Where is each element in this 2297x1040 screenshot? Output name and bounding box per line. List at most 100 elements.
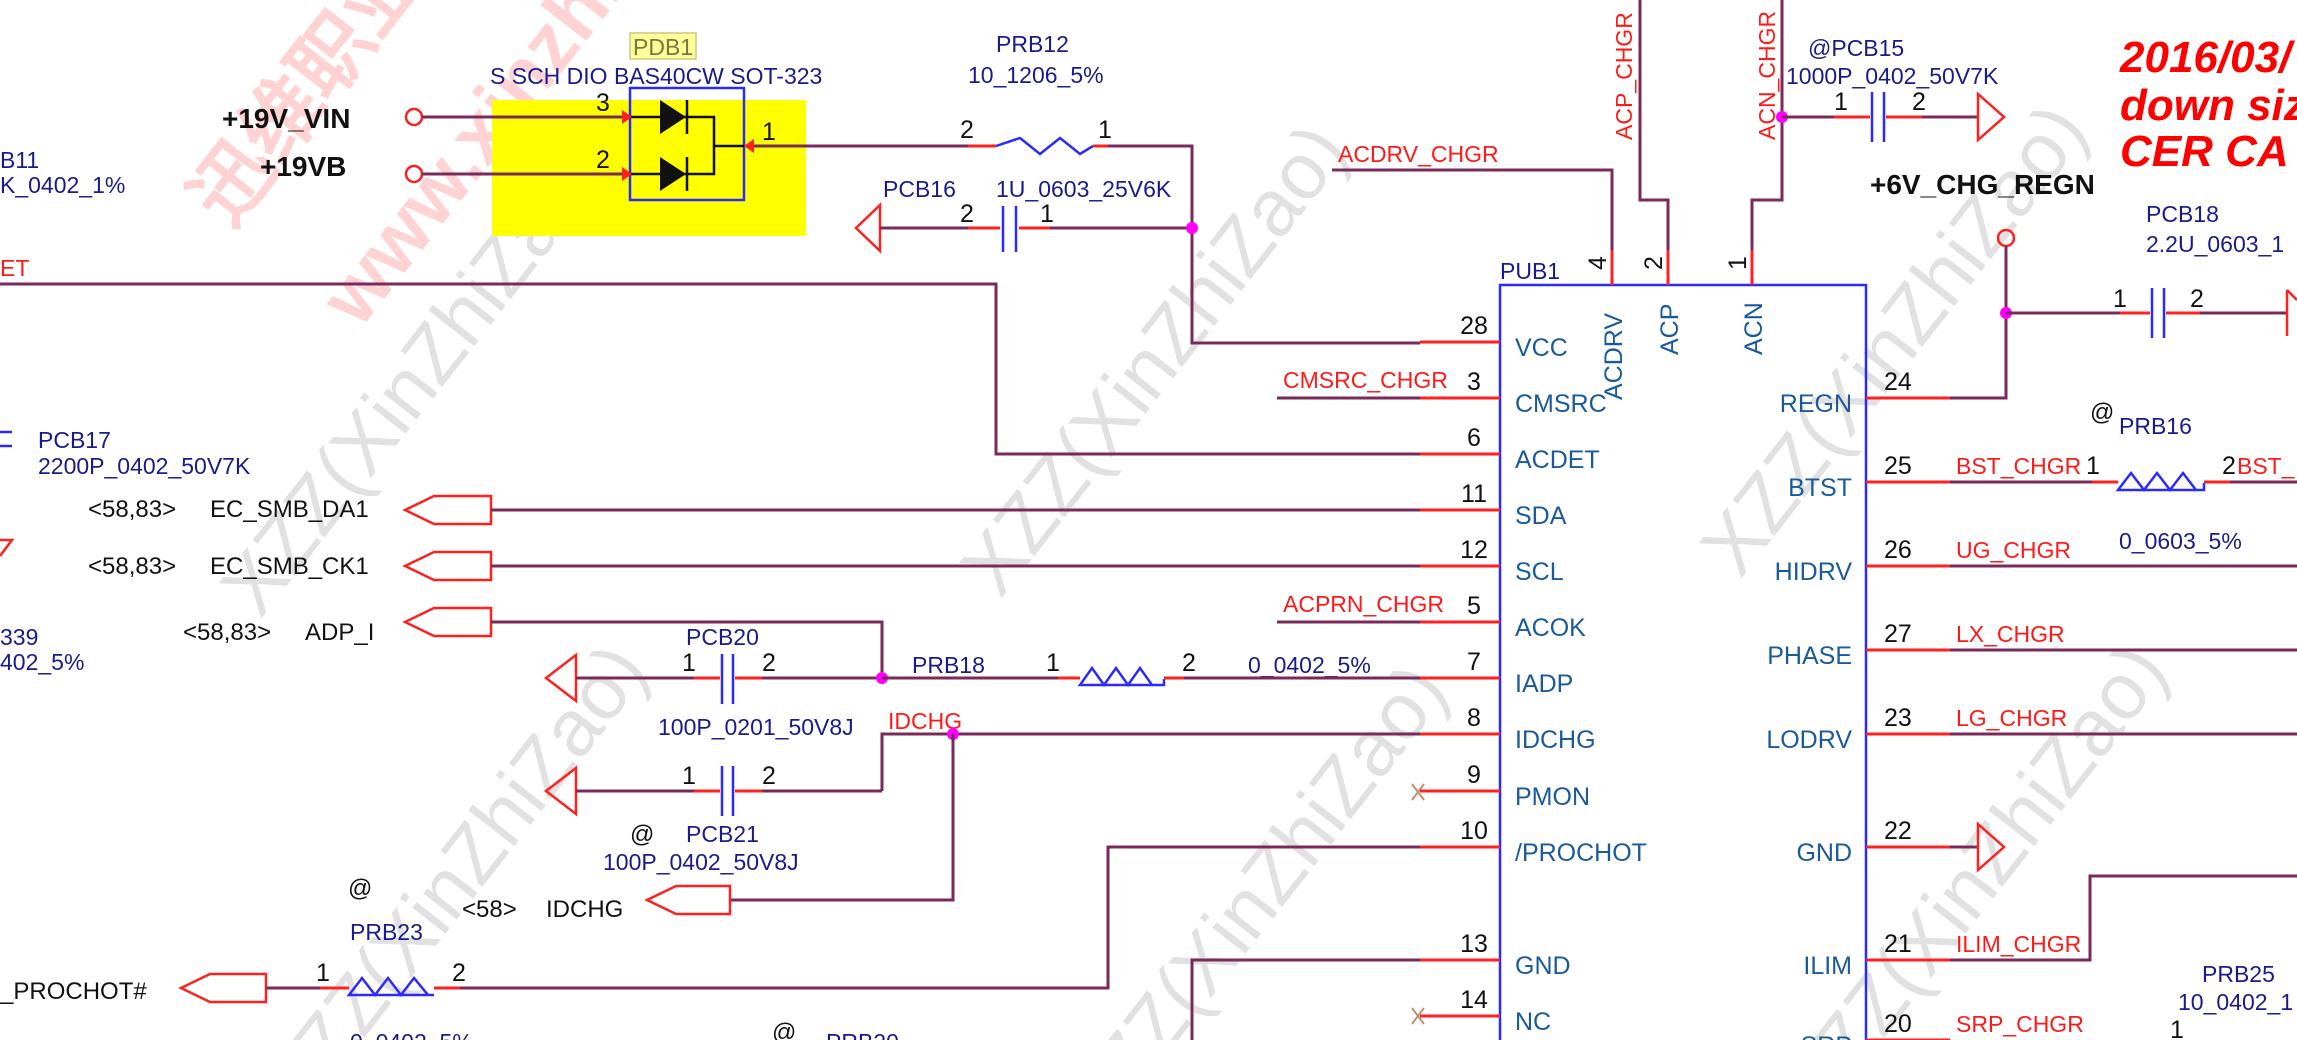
prb16-refdes: PRB16 <box>2119 413 2192 439</box>
ic-pin-name-hidrv: HIDRV <box>1775 558 1853 586</box>
prb12-pin-a: 2 <box>960 116 974 144</box>
offpage-connector-icon <box>402 550 493 582</box>
pcb15-value: 1000P_0402_50V7K <box>1786 63 1999 89</box>
pdb1-pin3: 3 <box>596 89 610 117</box>
pcb17-value: 2200P_0402_50V7K <box>38 453 251 479</box>
capacitor-pcb16[interactable]: PCB16 1U_0603_25V6K 2 1 <box>854 176 1198 254</box>
ground-icon <box>2285 289 2297 336</box>
pcb18-pin-a: 1 <box>2113 285 2127 313</box>
wire-acdet <box>0 282 1420 456</box>
ic-pin-number: 13 <box>1460 930 1488 958</box>
offpage-adp-i[interactable]: <58,83> ADP_I <box>183 606 884 678</box>
resistor-prb18[interactable]: PRB18 0_0402_5% 1 2 <box>882 649 1420 688</box>
prb23-at: @ <box>348 875 372 902</box>
ic-pin-number: 5 <box>1467 592 1481 620</box>
ic-pin-number: 23 <box>1884 704 1912 732</box>
pcb16-pin-b: 1 <box>1040 200 1054 228</box>
pcb15-pin-a: 1 <box>1834 88 1848 116</box>
ic-pin-name-acok: ACOK <box>1515 614 1586 642</box>
offpage-ref: <58,83> <box>88 553 176 580</box>
ic-pin-number: 22 <box>1884 817 1912 845</box>
power-label-19v-vin: +19V_VIN <box>222 103 350 134</box>
power-rail-19v-vin[interactable]: +19V_VIN <box>222 103 622 134</box>
offpage-ref: <58,83> <box>88 496 176 523</box>
offpage-idchg[interactable]: <58> IDCHG <box>462 884 732 923</box>
offpage-ec-smb-ck1[interactable]: <58,83> EC_SMB_CK1 <box>88 550 1420 582</box>
ic-pin-name-iadp: IADP <box>1515 670 1573 698</box>
offpage-net-prochot: _PROCHOT# <box>0 978 147 1005</box>
offpage-connector-icon <box>402 606 493 638</box>
net-label-ilim-chgr: ILIM_CHGR <box>1956 931 2081 957</box>
ic-pin-name-lodrv: LODRV <box>1766 726 1852 754</box>
pcb15-refdes: @PCB15 <box>1808 35 1904 61</box>
pcb21-pin-b: 2 <box>762 762 776 790</box>
prb23-pin-b: 2 <box>452 959 466 987</box>
power-rail-19vb[interactable]: +19VB <box>260 151 622 184</box>
partial-ground-icon <box>0 538 15 557</box>
ic-pin-name-pmon: PMON <box>1515 783 1590 811</box>
left-partial-value-2: 402_5% <box>0 649 84 675</box>
ic-pin-number: 6 <box>1467 424 1481 452</box>
left-partial-value-1: K_0402_1% <box>0 172 125 198</box>
wire-idchg-offpage <box>730 734 955 902</box>
left-partial-refdes-2: 339 <box>0 624 38 650</box>
resistor-prb12[interactable]: PRB12 10_1206_5% 2 1 <box>754 31 1420 345</box>
ic-pin-name-prochot: /PROCHOT <box>1515 839 1647 867</box>
ic-pin-number: 1 <box>1724 256 1752 270</box>
resistor-prb16-icon <box>2115 470 2206 493</box>
prb23-pin-a: 1 <box>316 959 330 987</box>
net-label-lx-chgr: LX_CHGR <box>1956 621 2065 647</box>
capacitor-pcb21[interactable]: 1 2 @ PCB21 100P_0402_50V8J <box>543 762 882 875</box>
pdb1-pin2: 2 <box>596 146 610 174</box>
resistor-icon <box>346 975 434 998</box>
ic-pin-number: 27 <box>1884 620 1912 648</box>
watermarks: 迅维职业 www.xinzhiza XZZ(XinZhiZao) XZZ(Xin… <box>173 0 2183 1040</box>
ic-pin-name-idchg: IDCHG <box>1515 726 1596 754</box>
capacitor-pcb18[interactable]: PCB18 2.2U_0603_1 1 2 <box>1866 201 2297 400</box>
offpage-connector-icon <box>178 972 268 1004</box>
prb16-value: 0_0603_5% <box>2119 528 2242 554</box>
prb16-pin-b: 2 <box>2222 452 2236 480</box>
capacitor-pcb15[interactable]: @PCB15 1000P_0402_50V7K 1 2 <box>1776 35 2006 143</box>
ic-pin-number: 26 <box>1884 536 1912 564</box>
net-label-ug-chgr: UG_CHGR <box>1956 537 2071 563</box>
diode-pdb1[interactable]: PDB1 S SCH DIO BAS40CW SOT-323 3 2 1 <box>490 32 822 202</box>
ic-pin-name-acdet: ACDET <box>1515 446 1600 474</box>
power-port-icon <box>404 107 424 127</box>
net-label-bst-chgr: BST_CHGR <box>1956 453 2081 479</box>
offpage-ref: <58> <box>462 896 517 923</box>
ic-pin-number: 9 <box>1467 761 1481 789</box>
offpage-ec-smb-da1[interactable]: <58,83> EC_SMB_DA1 <box>88 494 1420 526</box>
ic-pin-name-vcc: VCC <box>1515 334 1568 362</box>
ic-pin-number: 11 <box>1461 480 1487 508</box>
junction-dot <box>1186 222 1198 234</box>
ic-pin-name-acdrv: ACDRV <box>1600 313 1628 400</box>
diode-highlight <box>492 100 806 236</box>
prb12-refdes: PRB12 <box>996 31 1069 57</box>
ic-pin-name-regn: REGN <box>1780 390 1852 418</box>
prb12-value: 10_1206_5% <box>968 62 1104 88</box>
ic-body <box>1498 283 1868 1040</box>
ic-pin-number: 20 <box>1884 1010 1912 1038</box>
wire-acdrv <box>1332 168 1614 250</box>
ic-pin-number: 14 <box>1460 986 1488 1014</box>
capacitor-pcb20[interactable]: PCB20 100P_0201_50V8J 1 2 <box>543 624 888 740</box>
ic-pin-name-scl: SCL <box>1515 558 1564 586</box>
pdb1-pin1: 1 <box>762 118 776 146</box>
pcb20-refdes: PCB20 <box>686 624 759 650</box>
watermark-gray-5: XZZ(XinZhiZao) <box>1043 647 1463 1040</box>
ground-icon <box>1976 91 2006 143</box>
pcb21-value: 100P_0402_50V8J <box>603 849 799 875</box>
net-label-cmsrc: CMSRC_CHGR <box>1283 367 1448 393</box>
resistor-prb23[interactable]: @ PRB23 _PROCHOT# 1 2 0_0402_5% <box>0 845 1420 1040</box>
net-label-acprn: ACPRN_CHGR <box>1283 591 1444 617</box>
ic-pin-name-btst: BTST <box>1788 474 1852 502</box>
net-label-acn: ACN_CHGR <box>1754 11 1780 140</box>
offpage-net: ADP_I <box>305 619 374 646</box>
ic-pub1[interactable]: PUB1 28VCC3CMSRC6ACDET11SDA12SCL5ACOK7IA… <box>1420 250 2084 1040</box>
left-partial-refdes-1: B11 <box>0 147 39 173</box>
resistor-icon <box>1077 665 1166 688</box>
net-label-acp: ACP_CHGR <box>1611 12 1637 140</box>
no-connect-icon <box>1411 1007 1425 1025</box>
